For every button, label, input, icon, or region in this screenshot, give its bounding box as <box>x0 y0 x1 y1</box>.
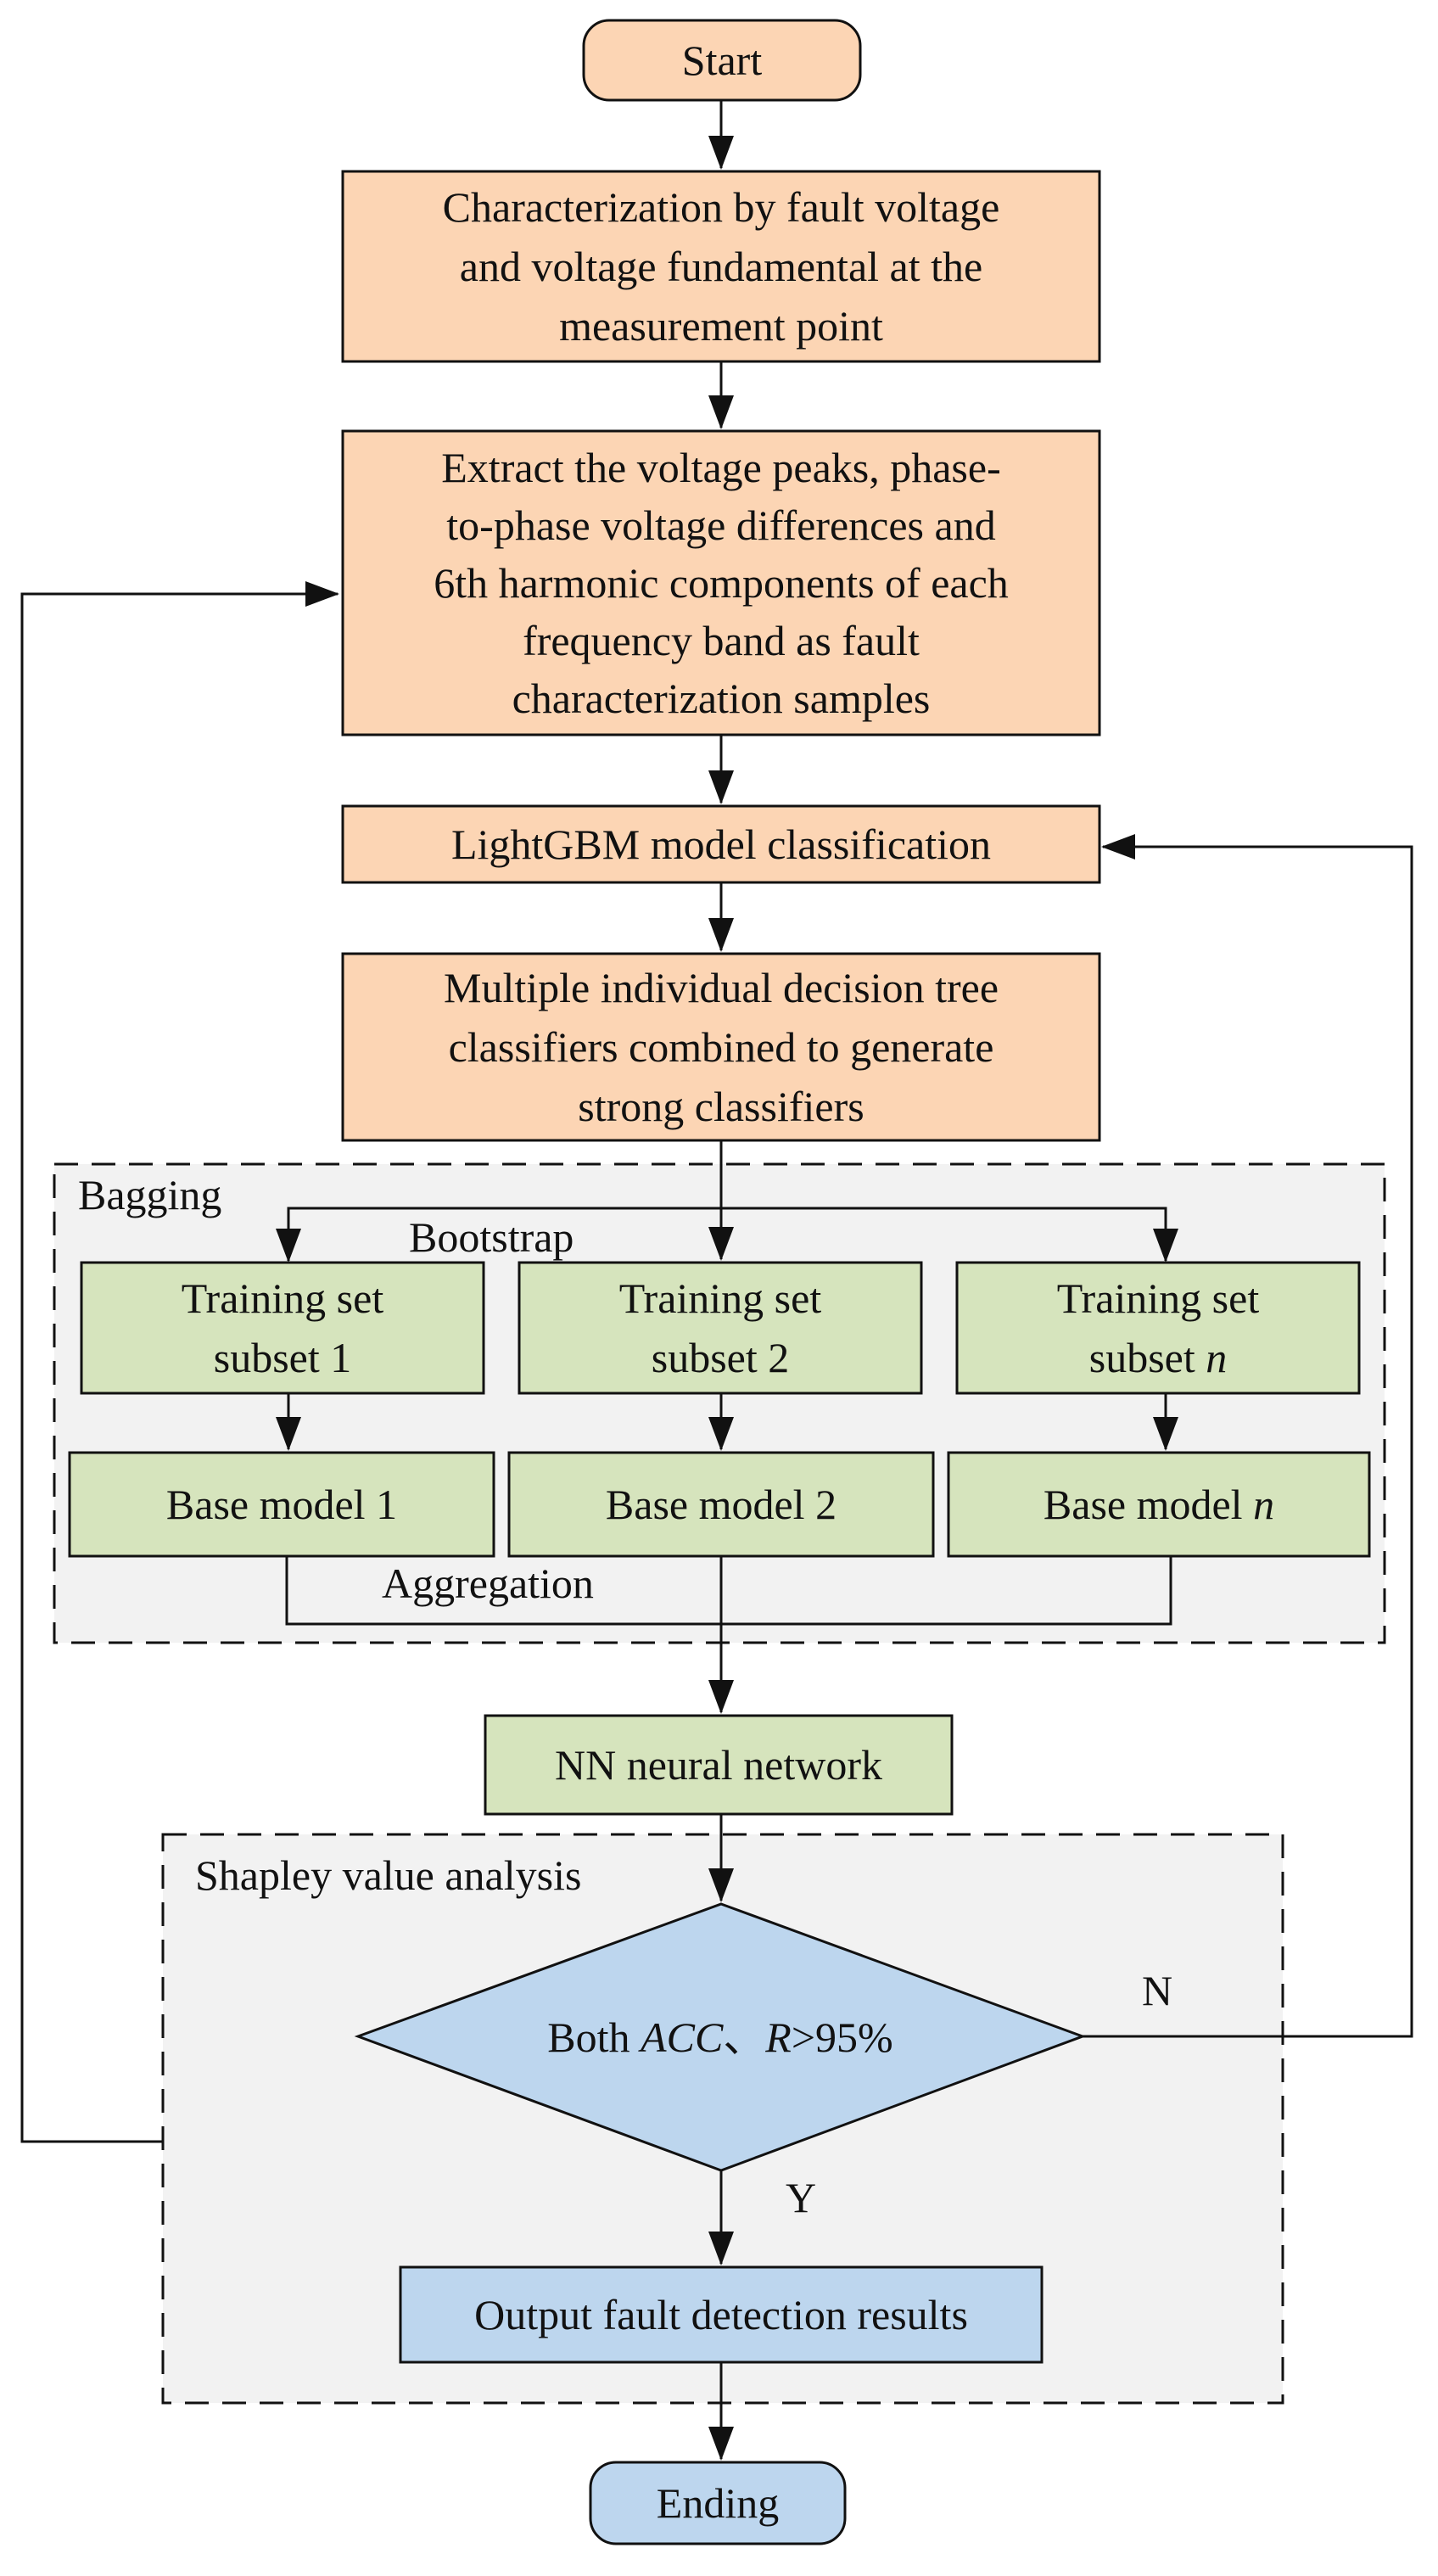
training1-label: Training set subset 1 <box>81 1263 484 1393</box>
edge-shapley-loop-to-extract <box>20 581 339 2143</box>
extract-line-4: frequency band as fault <box>523 617 920 664</box>
decision-suffix: >95% <box>791 2013 893 2061</box>
characterization-line-1: Characterization by fault voltage <box>442 183 1000 231</box>
bootstrap-label: Bootstrap <box>409 1213 574 1261</box>
characterization-label: Characterization by fault voltage and vo… <box>343 171 1099 361</box>
training2-line-2: subset 2 <box>651 1334 790 1381</box>
yes-label: Y <box>786 2174 817 2221</box>
training1-line-1: Training set <box>181 1274 384 1322</box>
base2-node <box>507 1451 935 1558</box>
multiple-label: Multiple individual decision tree classi… <box>343 954 1099 1140</box>
basen-variable: n <box>1253 1481 1275 1528</box>
base2-text: Base model 2 <box>605 1481 837 1528</box>
characterization-line-2: and voltage fundamental at the <box>459 243 983 290</box>
decision-r-variable: R <box>765 2013 792 2061</box>
ending-label: Ending <box>590 2462 845 2544</box>
multiple-line-2: classifiers combined to generate <box>448 1023 994 1071</box>
trainingn-line-2-text: subset <box>1088 1334 1206 1381</box>
characterization-node <box>341 170 1101 363</box>
characterization-line-3: measurement point <box>559 302 883 350</box>
multiple-line-1: Multiple individual decision tree <box>443 964 999 1011</box>
edge-decision-no-loop <box>1083 834 1413 2038</box>
lightgbm-label: LightGBM model classification <box>343 806 1099 882</box>
bagging-group-label: Bagging <box>78 1171 222 1218</box>
basen-node <box>947 1451 1371 1558</box>
output-label: Output fault detection results <box>400 2267 1042 2362</box>
edge-aggregation <box>285 1556 1172 1626</box>
decision-acc-variable: ACC <box>641 2013 724 2061</box>
nn-text: NN neural network <box>555 1741 882 1789</box>
trainingn-node <box>955 1261 1361 1395</box>
training1-node <box>80 1261 485 1395</box>
start-text: Start <box>681 36 763 84</box>
decision-prefix: Both <box>547 2013 641 2061</box>
lightgbm-text: LightGBM model classification <box>450 820 991 868</box>
ending-text: Ending <box>656 2479 780 2527</box>
training2-label: Training set subset 2 <box>519 1263 921 1393</box>
output-node <box>399 2265 1044 2364</box>
training1-line-2: subset 1 <box>213 1334 352 1381</box>
base1-text: Base model 1 <box>165 1481 398 1528</box>
start-node <box>582 19 862 102</box>
multiple-line-3: strong classifiers <box>578 1083 864 1130</box>
decision-node <box>354 1902 1087 2172</box>
base1-label: Base model 1 <box>70 1453 494 1556</box>
extract-line-2: to-phase voltage differences and <box>446 501 996 549</box>
training2-line-1: Training set <box>618 1274 822 1322</box>
extract-label: Extract the voltage peaks, phase- to-pha… <box>343 431 1099 735</box>
trainingn-label: Training set subset n <box>957 1263 1359 1393</box>
extract-line-5: characterization samples <box>512 675 931 722</box>
nn-node <box>484 1714 954 1816</box>
trainingn-line-1: Training set <box>1056 1274 1260 1322</box>
shapley-group-label: Shapley value analysis <box>195 1851 582 1899</box>
ending-node <box>589 2461 847 2545</box>
extract-line-3: 6th harmonic components of each <box>434 559 1009 607</box>
decision-label: Both ACC、R>95% <box>358 1904 1083 2170</box>
training2-node <box>518 1261 923 1395</box>
bagging-group <box>53 1162 1386 1644</box>
trainingn-line-2: subset n <box>1057 1328 1259 1387</box>
multiple-node <box>341 952 1101 1142</box>
trainingn-variable: n <box>1206 1334 1228 1381</box>
base2-label: Base model 2 <box>509 1453 933 1556</box>
basen-label: Base model n <box>948 1453 1369 1556</box>
output-text: Output fault detection results <box>474 2291 968 2338</box>
nn-label: NN neural network <box>485 1716 952 1814</box>
base1-node <box>68 1451 495 1558</box>
decision-text: Both ACC、R>95% <box>547 2008 892 2067</box>
aggregation-label: Aggregation <box>382 1560 594 1607</box>
extract-node <box>341 429 1101 736</box>
basen-text-wrap: Base model n <box>1044 1475 1274 1534</box>
lightgbm-node <box>341 804 1101 884</box>
basen-text: Base model <box>1043 1481 1254 1528</box>
decision-separator: 、 <box>723 2013 766 2061</box>
start-label: Start <box>584 20 860 100</box>
no-label: N <box>1142 1967 1173 2014</box>
extract-line-1: Extract the voltage peaks, phase- <box>441 444 1001 491</box>
